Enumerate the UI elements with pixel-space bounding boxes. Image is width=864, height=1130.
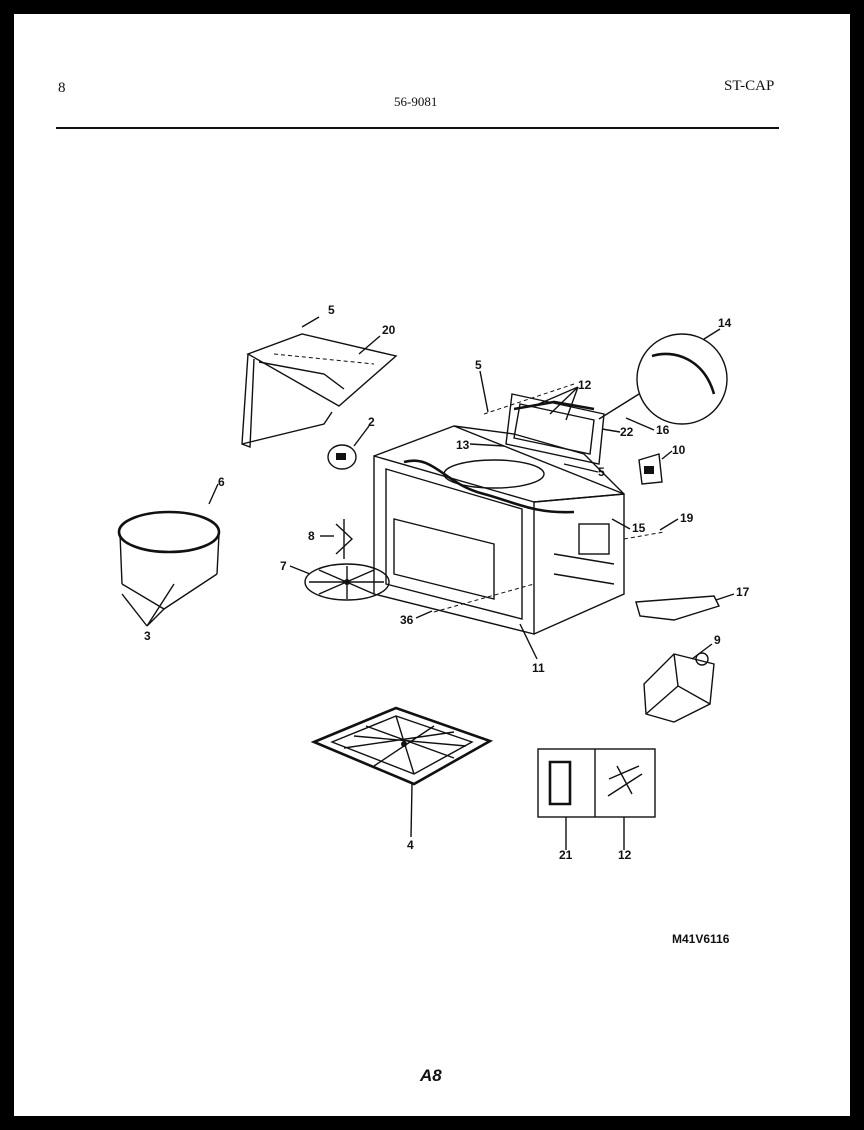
callout-22: 22 xyxy=(620,425,634,439)
callout-8: 8 xyxy=(308,529,315,543)
part-6-ring xyxy=(117,510,221,610)
callout-21: 21 xyxy=(559,848,573,862)
callout-20: 20 xyxy=(382,323,396,337)
callout-19: 19 xyxy=(680,511,694,525)
leader-lines xyxy=(121,316,735,838)
cavity-housing xyxy=(373,425,625,635)
part-20-top-cover xyxy=(241,333,398,448)
callout-7: 7 xyxy=(280,559,287,573)
part-9-motor-bracket xyxy=(643,652,715,723)
callout-11: 11 xyxy=(532,661,545,675)
callout-9: 9 xyxy=(714,633,721,647)
callout-10: 10 xyxy=(672,443,686,457)
part-17-duct xyxy=(635,595,720,621)
callout-16: 16 xyxy=(656,423,670,437)
callout-4: 4 xyxy=(407,838,414,852)
callout-36: 36 xyxy=(400,613,414,627)
callout-2: 2 xyxy=(368,415,375,429)
page-number: 8 xyxy=(58,80,66,96)
callout-5a: 5 xyxy=(328,303,335,317)
part-4-tray xyxy=(310,706,494,786)
part-7-stirrer-fan xyxy=(304,563,390,601)
callout-6: 6 xyxy=(218,475,225,489)
callout-13: 13 xyxy=(456,438,470,452)
callout-labels: 5 20 2 5 12 14 22 16 13 5 10 6 8 15 19 7… xyxy=(144,303,750,862)
part-14-detail-circle xyxy=(636,333,728,425)
part-10-bracket xyxy=(638,453,663,485)
callout-12b: 12 xyxy=(618,848,632,862)
part-8-bracket xyxy=(335,519,354,559)
callout-12a: 12 xyxy=(578,378,592,392)
callout-15: 15 xyxy=(632,521,646,535)
callout-5b: 5 xyxy=(475,358,482,372)
callout-3: 3 xyxy=(144,629,151,643)
part-22-control-assembly xyxy=(505,393,640,465)
section-code: ST-CAP xyxy=(724,78,775,94)
callout-14: 14 xyxy=(718,316,732,330)
header-rule xyxy=(56,127,779,129)
exploded-parts-diagram: 5 20 2 5 12 14 22 16 13 5 10 6 8 15 19 7… xyxy=(117,303,750,862)
dashed-connectors xyxy=(433,383,665,613)
parts-21-12-box xyxy=(537,748,656,850)
callout-5c: 5 xyxy=(598,465,605,479)
parts-sheet: 8 56-9081 ST-CAP xyxy=(14,14,850,1116)
part-2-label xyxy=(327,444,357,470)
page-tag: A8 xyxy=(420,1066,442,1085)
drawing-reference-code: M41V6116 xyxy=(672,932,730,946)
model-number: 56-9081 xyxy=(394,94,438,109)
callout-17: 17 xyxy=(736,585,750,599)
